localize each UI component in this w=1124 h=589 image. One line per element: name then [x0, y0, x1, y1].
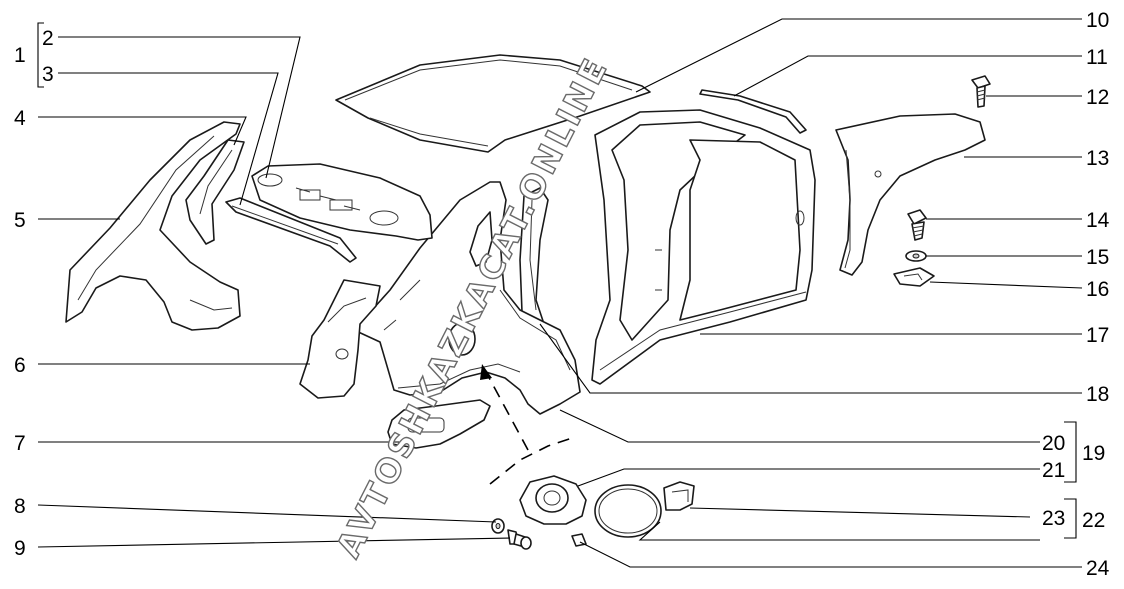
callout-22: 22: [1082, 509, 1105, 532]
clip-16: [893, 267, 935, 287]
callout-24: 24: [1086, 557, 1110, 580]
screw-14: [907, 209, 927, 241]
bolt-12: [971, 75, 991, 108]
callout-5: 5: [14, 209, 26, 232]
fuel-filler-install-arrow: [480, 364, 573, 485]
fuel-flap-hinge: [663, 481, 695, 511]
callout-14: 14: [1086, 209, 1110, 232]
callout-3: 3: [42, 63, 54, 86]
roof-panel: [335, 54, 651, 153]
callout-16: 16: [1086, 278, 1109, 301]
callout-19: 19: [1082, 442, 1105, 465]
callout-11: 11: [1086, 46, 1108, 69]
callout-20: 20: [1042, 432, 1065, 455]
callout-4: 4: [14, 107, 26, 130]
callout-17: 17: [1086, 324, 1109, 347]
callout-12: 12: [1086, 86, 1109, 109]
nut-8: [491, 518, 505, 534]
callout-13: 13: [1086, 147, 1109, 170]
rear-inner-panel: [185, 139, 245, 245]
rear-inner-wheelhouse: [299, 279, 381, 399]
callout-6: 6: [14, 354, 26, 377]
callout-numbers: 1 2 3 4 5 6 7 8 9 10 11 12 13 14 15 16 1…: [14, 9, 1110, 580]
callout-10: 10: [1086, 9, 1109, 32]
roof-moulding-strip: [699, 89, 807, 134]
quarter-panel-fuel-flap: [448, 322, 476, 356]
bolt-9: [507, 529, 532, 550]
c-pillar-reinforcement: [519, 187, 549, 335]
callout-23: 23: [1042, 507, 1065, 530]
callout-7: 7: [14, 432, 26, 455]
rear-parcel-shelf: [251, 163, 433, 241]
callout-8: 8: [14, 495, 26, 518]
rear-outer-wheelhouse: [65, 121, 241, 331]
body-side-panel: [591, 109, 816, 385]
rear-cross-member: [225, 197, 357, 263]
callout-18: 18: [1086, 383, 1109, 406]
callout-9: 9: [14, 537, 26, 560]
callout-1: 1: [14, 44, 26, 67]
fuel-filler-housing: [519, 475, 587, 525]
callout-15: 15: [1086, 246, 1109, 269]
fuel-flap-door: [594, 484, 662, 538]
leader-lines: [37, 18, 1083, 568]
washer-15: [905, 250, 927, 262]
callout-21: 21: [1042, 459, 1065, 482]
front-fender: [835, 113, 986, 276]
callout-2: 2: [42, 27, 54, 50]
